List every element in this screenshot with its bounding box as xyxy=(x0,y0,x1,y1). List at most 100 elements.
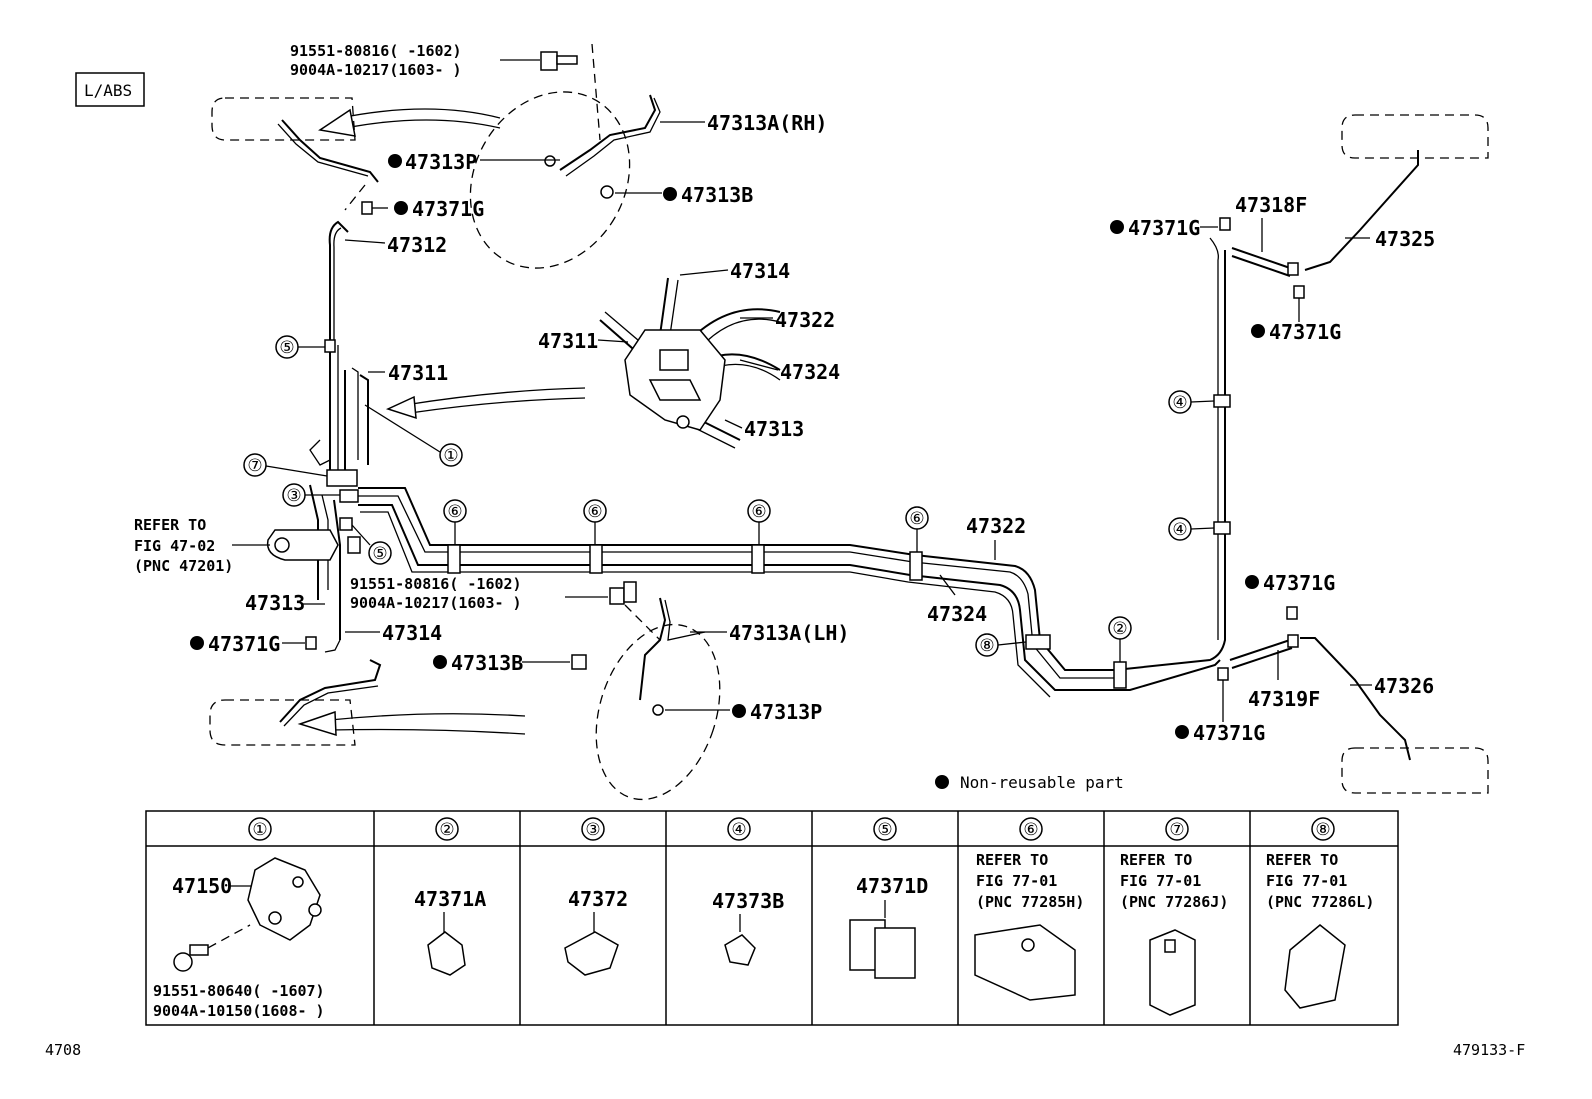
footer-right: 479133-F xyxy=(1453,1041,1525,1059)
cell1-part: 47150 xyxy=(172,874,232,898)
callout-5-low xyxy=(368,541,392,565)
label-47313: 47313 xyxy=(245,591,305,615)
table-header-4: ④ xyxy=(731,820,746,840)
clamp-77286j-icon xyxy=(1149,929,1196,1016)
label-47322: 47322 xyxy=(966,514,1026,538)
cell1-bolt1: 91551-80640( -1607) xyxy=(153,982,325,1000)
label-47313b-low: 47313B xyxy=(451,651,523,675)
callout-7 xyxy=(243,453,267,477)
svg-text:⑥: ⑥ xyxy=(909,509,924,529)
cell7-line3: (PNC 77286J) xyxy=(1120,893,1228,911)
label-47319f: 47319F xyxy=(1248,687,1320,711)
label-47326: 47326 xyxy=(1374,674,1434,698)
svg-text:③: ③ xyxy=(286,486,301,506)
cell8-line2: FIG 77-01 xyxy=(1266,872,1347,890)
table-header-5: ⑤ xyxy=(877,820,892,840)
cell5-part: 47371D xyxy=(856,874,928,898)
detail-ellipse-lh xyxy=(595,623,721,801)
label-47371g-left: 47371G xyxy=(208,632,280,656)
label-47313-detail: 47313 xyxy=(744,417,804,441)
label-47371g-r4: 47371G xyxy=(1193,721,1265,745)
label-47324: 47324 xyxy=(927,602,987,626)
table-headers: ① ② ③ ④ ⑤ ⑥ ⑦ ⑧ xyxy=(248,817,1335,841)
label-47312: 47312 xyxy=(387,233,447,257)
legend-text: Non-reusable part xyxy=(960,773,1124,792)
main-assembly xyxy=(266,237,1231,698)
label-47311-detail: 47311 xyxy=(538,329,598,353)
label-47318f: 47318F xyxy=(1235,193,1307,217)
table-header-6: ⑥ xyxy=(1023,820,1038,840)
svg-text:④: ④ xyxy=(1172,520,1187,540)
bolt-label-mid-1: 91551-80816( -1602) xyxy=(350,575,522,593)
cell3-part: 47372 xyxy=(568,887,628,911)
sensor-bracket-icon xyxy=(247,857,321,941)
label-47311: 47311 xyxy=(388,361,448,385)
clamp-77286l-icon xyxy=(1284,924,1346,1009)
tag-box xyxy=(75,72,145,107)
cell1-bolt2: 9004A-10150(1608- ) xyxy=(153,1002,325,1020)
label-47371g-r3: 47371G xyxy=(1263,571,1335,595)
legend-dot xyxy=(935,775,949,789)
clamp-47373b-icon xyxy=(724,934,756,966)
cell6-line3: (PNC 77285H) xyxy=(976,893,1084,911)
svg-text:⑥: ⑥ xyxy=(587,502,602,522)
refer-left-1: REFER TO xyxy=(134,516,206,534)
clamp-77285h-icon xyxy=(974,924,1076,1001)
cell2-part: 47371A xyxy=(414,887,486,911)
label-47371g-r2: 47371G xyxy=(1269,320,1341,344)
svg-text:②: ② xyxy=(1112,619,1127,639)
rear-wheel-right-top xyxy=(1231,114,1489,277)
label-47325: 47325 xyxy=(1375,227,1435,251)
detail-ellipse-rh xyxy=(469,91,631,269)
label-47313p-top: 47313P xyxy=(405,150,477,174)
table-header-3: ③ xyxy=(585,820,600,840)
clip-47371a-icon xyxy=(427,931,466,976)
table-header-8: ⑧ xyxy=(1315,820,1330,840)
bolt-label-mid-2: 9004A-10217(1603- ) xyxy=(350,594,522,612)
front-wheel-bottom-left xyxy=(209,659,526,746)
svg-text:④: ④ xyxy=(1172,393,1187,413)
label-47324-detail: 47324 xyxy=(780,360,840,384)
svg-text:①: ① xyxy=(443,446,458,466)
footer-left: 4708 xyxy=(45,1041,81,1059)
svg-text:⑦: ⑦ xyxy=(247,456,262,476)
svg-text:⑧: ⑧ xyxy=(979,636,994,656)
refer-left-3: (PNC 47201) xyxy=(134,557,233,575)
label-47314-detail: 47314 xyxy=(730,259,790,283)
junction-detail xyxy=(599,277,781,449)
label-47313p-low: 47313P xyxy=(750,700,822,724)
label-47371g-top: 47371G xyxy=(412,197,484,221)
cell6-line1: REFER TO xyxy=(976,851,1048,869)
cell8-line3: (PNC 77286L) xyxy=(1266,893,1374,911)
table-header-2: ② xyxy=(439,820,454,840)
label-47322-detail: 47322 xyxy=(775,308,835,332)
cell6-line2: FIG 77-01 xyxy=(976,872,1057,890)
svg-text:⑥: ⑥ xyxy=(751,502,766,522)
bolt-label-top-2: 9004A-10217(1603- ) xyxy=(290,61,462,79)
non-reusable-dot xyxy=(388,154,402,168)
bolt-label-top-1: 91551-80816( -1602) xyxy=(290,42,462,60)
cell7-line2: FIG 77-01 xyxy=(1120,872,1201,890)
refer-left-2: FIG 47-02 xyxy=(134,537,215,555)
table-header-1: ① xyxy=(252,820,267,840)
cell4-part: 47373B xyxy=(712,889,784,913)
label-47313b-top: 47313B xyxy=(681,183,753,207)
front-wheel-top-left xyxy=(211,97,501,211)
label-47371g-r1: 47371G xyxy=(1128,216,1200,240)
label-47314: 47314 xyxy=(382,621,442,645)
callout-1 xyxy=(439,443,463,467)
label-47313a-rh: 47313A(RH) xyxy=(707,111,827,135)
label-47313a-lh: 47313A(LH) xyxy=(729,621,849,645)
tag-label: L/ABS xyxy=(84,81,132,100)
table-header-7: ⑦ xyxy=(1169,820,1184,840)
svg-text:⑤: ⑤ xyxy=(279,338,294,358)
rear-wheel-right-bottom xyxy=(1229,634,1489,794)
cell7-line1: REFER TO xyxy=(1120,851,1192,869)
clip-icon xyxy=(361,201,373,215)
bolt-icon xyxy=(540,51,558,71)
cell8-line1: REFER TO xyxy=(1266,851,1338,869)
svg-text:⑤: ⑤ xyxy=(372,544,387,564)
svg-text:⑥: ⑥ xyxy=(447,502,462,522)
clamp-47372-icon xyxy=(564,931,619,976)
